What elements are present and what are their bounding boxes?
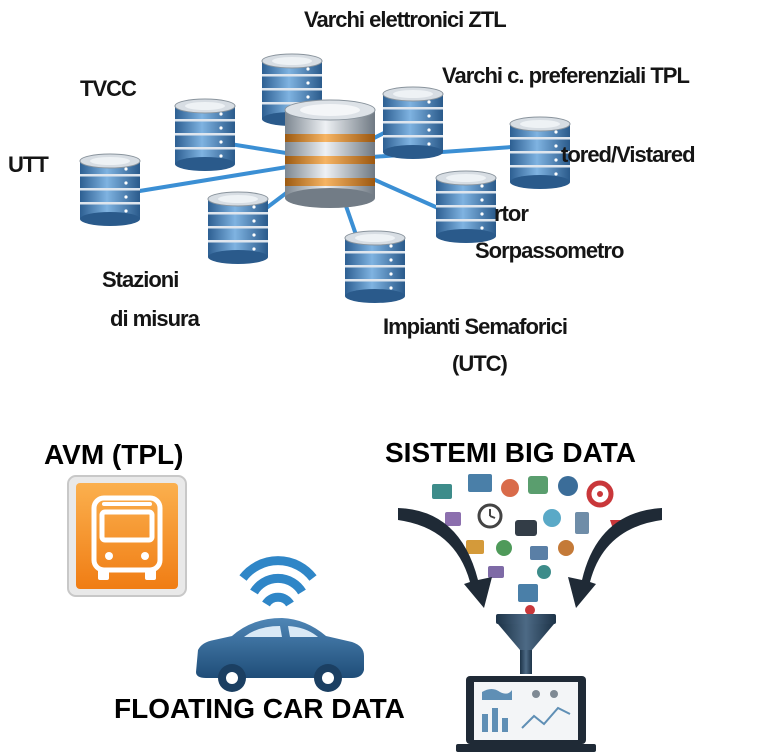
big-data-title: SISTEMI BIG DATA bbox=[385, 437, 636, 468]
label-semafori-line1: Impianti Semaforici bbox=[383, 314, 568, 339]
funnel-icon bbox=[496, 614, 556, 674]
big-data-icon-cloud bbox=[432, 474, 622, 615]
label-vistored: tored/Vistared bbox=[561, 142, 696, 167]
label-varchi-tpl: Varchi c. preferenziali TPL bbox=[442, 63, 690, 88]
wifi-signal-icon bbox=[239, 556, 317, 607]
avm-title: AVM (TPL) bbox=[44, 439, 184, 470]
db-semafori-icon bbox=[344, 230, 406, 304]
db-tvcc-icon bbox=[174, 98, 236, 172]
floating-car-title: FLOATING CAR DATA bbox=[114, 693, 405, 724]
funnel-arrows-icon bbox=[398, 508, 662, 608]
bus-icon bbox=[67, 475, 187, 597]
db-central-icon bbox=[284, 99, 376, 209]
db-utt-icon bbox=[79, 153, 141, 227]
label-semafori-line2: (UTC) bbox=[452, 351, 508, 376]
car-icon bbox=[196, 618, 364, 692]
db-varchi-tpl-icon bbox=[382, 86, 444, 160]
label-sorpassometro: Sorpassometro bbox=[475, 238, 624, 263]
db-stazioni-icon bbox=[207, 191, 269, 265]
database-network bbox=[79, 53, 571, 304]
label-varchi-ztl: Varchi elettronici ZTL bbox=[304, 7, 507, 32]
label-utt: UTT bbox=[8, 152, 49, 177]
label-stazioni-line1: Stazioni bbox=[102, 267, 179, 292]
label-stazioni-line2: di misura bbox=[110, 306, 200, 331]
label-tvcc: TVCC bbox=[80, 76, 137, 101]
label-rtor: rtor bbox=[494, 201, 529, 226]
laptop-icon bbox=[456, 676, 596, 752]
db-sorpasso-icon bbox=[435, 170, 497, 244]
